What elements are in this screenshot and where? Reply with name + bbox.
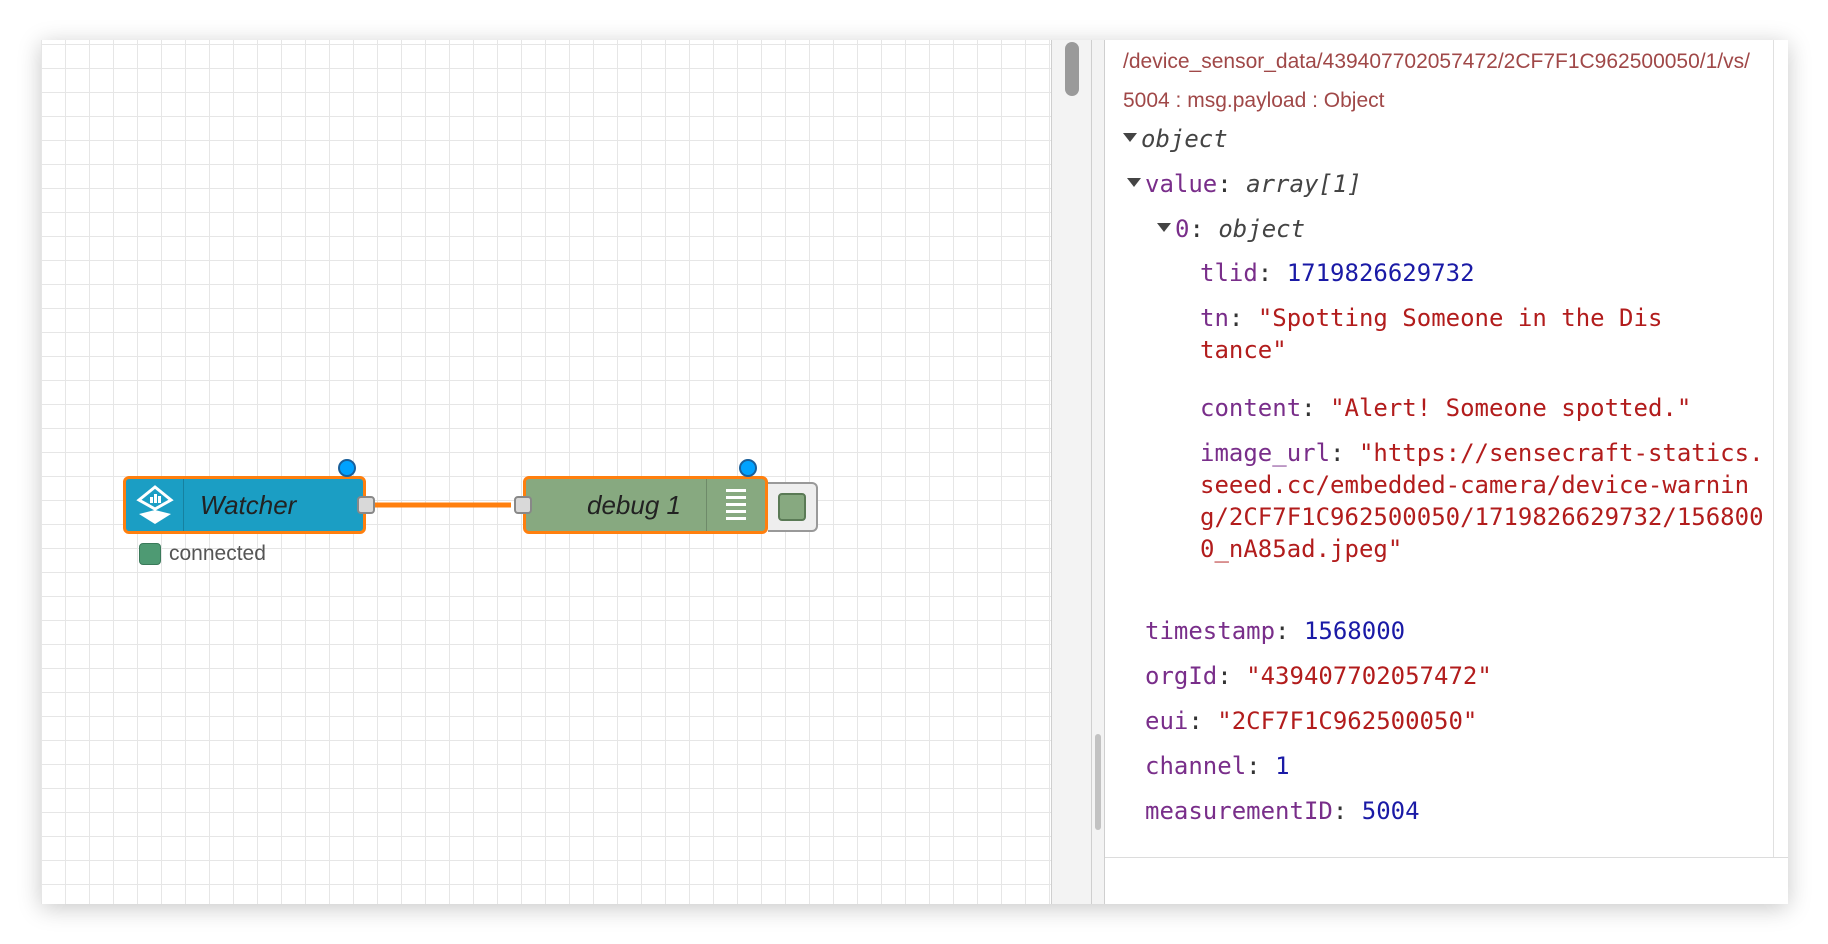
node-red-window: Watcher connected debug 1 xyxy=(41,40,1788,904)
tree-type: object xyxy=(1218,215,1306,243)
tree-row-tlid: tlid: 1719826629732 xyxy=(1200,259,1475,287)
tree-key: tlid xyxy=(1200,259,1258,287)
tree-value[interactable]: "Spotting Someone in the Distance" xyxy=(1200,304,1663,364)
watcher-node-label: Watcher xyxy=(200,490,297,520)
caret-down-icon[interactable] xyxy=(1123,133,1137,142)
watcher-node[interactable]: Watcher xyxy=(123,459,375,534)
watcher-status: connected xyxy=(139,542,266,566)
debug-changed-indicator xyxy=(739,459,757,477)
tree-key: channel xyxy=(1145,752,1247,780)
list-lines-icon xyxy=(706,479,765,531)
tree-value[interactable]: 1 xyxy=(1275,752,1290,780)
sidebar-resize-handle[interactable] xyxy=(1095,734,1101,830)
debug-message-meta: 5004 : msg.payload : Object xyxy=(1123,89,1385,112)
watcher-diamond-icon xyxy=(126,479,184,531)
canvas-scroll-thumb[interactable] xyxy=(1065,42,1079,96)
tree-value[interactable]: "https://sensecraft-statics.seeed.cc/emb… xyxy=(1200,439,1764,563)
tree-key: value xyxy=(1145,170,1218,198)
tree-key: image_url xyxy=(1200,439,1331,467)
tree-value[interactable]: "2CF7F1C962500050" xyxy=(1217,707,1478,735)
tree-type: array[1] xyxy=(1246,170,1362,198)
tree-key: tn xyxy=(1200,304,1229,332)
debug-message-topic: /device_sensor_data/439407702057472/2CF7… xyxy=(1123,50,1750,73)
tree-value[interactable]: 1719826629732 xyxy=(1286,259,1475,287)
tree-row-orgid: orgId: "439407702057472" xyxy=(1145,662,1492,690)
sidebar-divider[interactable] xyxy=(1091,40,1105,904)
caret-down-icon[interactable] xyxy=(1127,178,1141,187)
debug-message: /device_sensor_data/439407702057472/2CF7… xyxy=(1105,40,1774,857)
tree-row-measurementid: measurementID: 5004 xyxy=(1145,797,1420,825)
caret-down-icon[interactable] xyxy=(1157,223,1171,232)
tree-row-timestamp: timestamp: 1568000 xyxy=(1145,617,1406,645)
tree-row-channel: channel: 1 xyxy=(1145,752,1290,780)
tree-key: 0 xyxy=(1175,215,1190,243)
canvas-vertical-scrollbar[interactable] xyxy=(1051,40,1092,904)
flow-canvas[interactable]: Watcher connected debug 1 xyxy=(41,40,1051,904)
debug-toggle-button[interactable] xyxy=(768,482,818,532)
tree-row-image-url: image_url: "https://sensecraft-statics.s… xyxy=(1200,439,1764,563)
tree-key: content xyxy=(1200,394,1302,422)
debug-panel-footer xyxy=(1105,857,1788,904)
watcher-changed-indicator xyxy=(338,459,356,477)
tree-value[interactable]: 1568000 xyxy=(1303,617,1406,645)
tree-value[interactable]: "439407702057472" xyxy=(1246,662,1492,690)
tree-value[interactable]: "Alert! Someone spotted." xyxy=(1330,394,1692,422)
tree-row-content: content: "Alert! Someone spotted." xyxy=(1200,394,1692,422)
debug-toggle-inner xyxy=(778,493,806,521)
debug-input-port[interactable] xyxy=(514,496,532,514)
debug-node-label: debug 1 xyxy=(587,490,681,520)
tree-value[interactable]: 5004 xyxy=(1361,797,1420,825)
status-dot-icon xyxy=(139,543,161,565)
tree-row-root[interactable]: object xyxy=(1123,123,1228,155)
debug-node[interactable]: debug 1 xyxy=(514,459,768,534)
tree-key: timestamp xyxy=(1145,617,1276,645)
wire-layer xyxy=(375,502,511,508)
tree-key: eui xyxy=(1145,707,1189,735)
tree-row-eui: eui: "2CF7F1C962500050" xyxy=(1145,707,1478,735)
tree-row-tn: tn: "Spotting Someone in the Distance" xyxy=(1200,304,1663,364)
watcher-status-text: connected xyxy=(169,542,266,565)
watcher-output-port[interactable] xyxy=(357,496,375,514)
tree-row-item-0[interactable]: 0: object xyxy=(1157,213,1305,245)
tree-key: measurementID xyxy=(1145,797,1333,825)
debug-sidebar: /device_sensor_data/439407702057472/2CF7… xyxy=(1105,40,1788,904)
tree-key: orgId xyxy=(1145,662,1218,690)
tree-row-value[interactable]: value: array[1] xyxy=(1127,168,1362,200)
tree-type: object xyxy=(1141,125,1228,153)
